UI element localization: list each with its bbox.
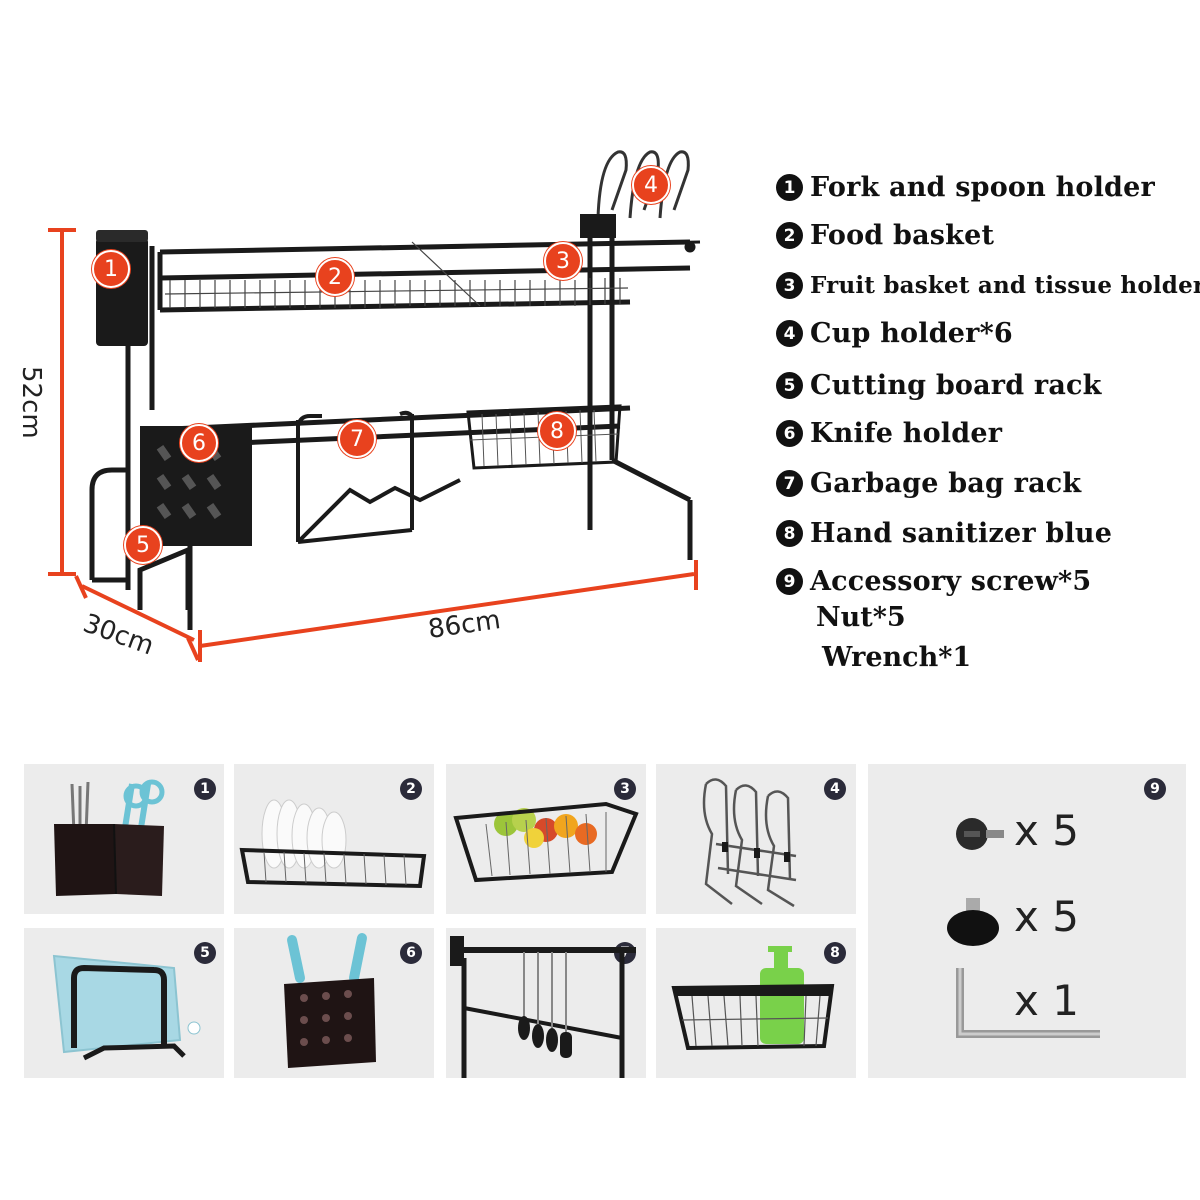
cutting-board-rack bbox=[89, 467, 191, 610]
legend-label: Knife holder bbox=[810, 418, 1003, 449]
legend-label: Cup holder*6 bbox=[810, 318, 1013, 349]
legend-number: 9 bbox=[776, 568, 803, 595]
legend-number: 6 bbox=[776, 420, 803, 447]
thumb-badge-6: 6 bbox=[400, 942, 422, 964]
legend-number: 5 bbox=[776, 372, 803, 399]
marker-6: 6 bbox=[180, 424, 218, 462]
legend-label: Fork and spoon holder bbox=[810, 172, 1155, 203]
legend-number: 7 bbox=[776, 470, 803, 497]
thumb-accessories: 9 x 5 x 5 x 1 bbox=[868, 764, 1186, 1078]
wrench-quantity: x 1 bbox=[1014, 976, 1079, 1025]
legend-item-6: 6 Knife holder bbox=[776, 418, 1002, 449]
thumb-badge-1: 1 bbox=[194, 778, 216, 800]
legend-number: 4 bbox=[776, 320, 803, 347]
nut-icon bbox=[947, 898, 999, 946]
legend-sub-wrench: Wrench*1 bbox=[822, 642, 972, 673]
thumb-cutting-board: 5 bbox=[24, 928, 224, 1078]
marker-4: 4 bbox=[632, 166, 670, 204]
height-dimension-label: 52cm bbox=[16, 366, 46, 439]
thumb-badge-4: 4 bbox=[824, 778, 846, 800]
marker-3: 3 bbox=[544, 242, 582, 280]
thumb-fruit-basket: 3 bbox=[446, 764, 646, 914]
legend-number: 2 bbox=[776, 222, 803, 249]
screw-quantity: x 5 bbox=[1014, 806, 1079, 855]
hook-rail-icon bbox=[450, 936, 636, 1078]
legend-number: 1 bbox=[776, 174, 803, 201]
fruit-basket-icon bbox=[453, 801, 639, 883]
legend-item-3: 3 Fruit basket and tissue holder bbox=[776, 272, 1200, 299]
marker-2: 2 bbox=[316, 258, 354, 296]
legend-number: 3 bbox=[776, 272, 803, 299]
cutting-board-icon bbox=[52, 954, 201, 1061]
thumb-badge-8: 8 bbox=[824, 942, 846, 964]
legend-item-4: 4 Cup holder*6 bbox=[776, 318, 1013, 349]
legend-item-1: 1 Fork and spoon holder bbox=[776, 172, 1155, 203]
legend-label: Garbage bag rack bbox=[810, 468, 1082, 499]
legend-item-7: 7 Garbage bag rack bbox=[776, 468, 1081, 499]
legend-item-5: 5 Cutting board rack bbox=[776, 370, 1102, 401]
thumb-knife-holder: 6 bbox=[234, 928, 434, 1078]
dimension-lines bbox=[48, 228, 698, 662]
legend-label: Food basket bbox=[810, 220, 995, 251]
wrench-icon bbox=[956, 968, 1100, 1038]
fork-holder-box bbox=[96, 230, 148, 346]
legend-label: Fruit basket and tissue holder bbox=[810, 272, 1200, 299]
thumb-badge-9: 9 bbox=[1144, 778, 1166, 800]
legend-label: Cutting board rack bbox=[810, 370, 1102, 401]
legend-label: Hand sanitizer blue bbox=[810, 518, 1113, 549]
thumb-badge-3: 3 bbox=[614, 778, 636, 800]
knife-holder-icon bbox=[284, 933, 376, 1068]
thumb-food-basket: 2 bbox=[234, 764, 434, 914]
thumb-badge-2: 2 bbox=[400, 778, 422, 800]
thumb-fork-holder: 1 bbox=[24, 764, 224, 914]
legend-sub-nut: Nut*5 bbox=[816, 602, 906, 633]
cup-holder-icon bbox=[702, 778, 797, 908]
legend-item-2: 2 Food basket bbox=[776, 220, 994, 251]
legend-item-8: 8 Hand sanitizer blue bbox=[776, 518, 1112, 549]
legend-number: 8 bbox=[776, 520, 803, 547]
rack-illustration bbox=[48, 150, 701, 662]
marker-8: 8 bbox=[538, 412, 576, 450]
thumb-badge-5: 5 bbox=[194, 942, 216, 964]
marker-1: 1 bbox=[92, 250, 130, 288]
top-basket-mesh bbox=[164, 241, 629, 308]
legend-item-9: 9 Accessory screw*5 bbox=[776, 566, 1091, 597]
fork-holder-icon bbox=[54, 779, 165, 896]
rack-frame bbox=[125, 214, 693, 630]
nut-quantity: x 5 bbox=[1014, 892, 1079, 941]
legend-label: Accessory screw*5 bbox=[810, 566, 1092, 597]
thumb-hook-rail: 7 bbox=[446, 928, 646, 1078]
rack-diagram: 52cm 30cm 86cm 1 2 3 4 5 6 7 8 bbox=[0, 130, 760, 690]
thumb-sanitizer-basket: 8 bbox=[656, 928, 856, 1078]
dish-basket-icon bbox=[239, 799, 427, 889]
marker-7: 7 bbox=[338, 420, 376, 458]
marker-5: 5 bbox=[124, 526, 162, 564]
sanitizer-basket-icon bbox=[671, 946, 835, 1051]
screw-icon bbox=[956, 818, 1004, 850]
thumb-cup-holder: 4 bbox=[656, 764, 856, 914]
garbage-bag-rack bbox=[296, 410, 461, 544]
